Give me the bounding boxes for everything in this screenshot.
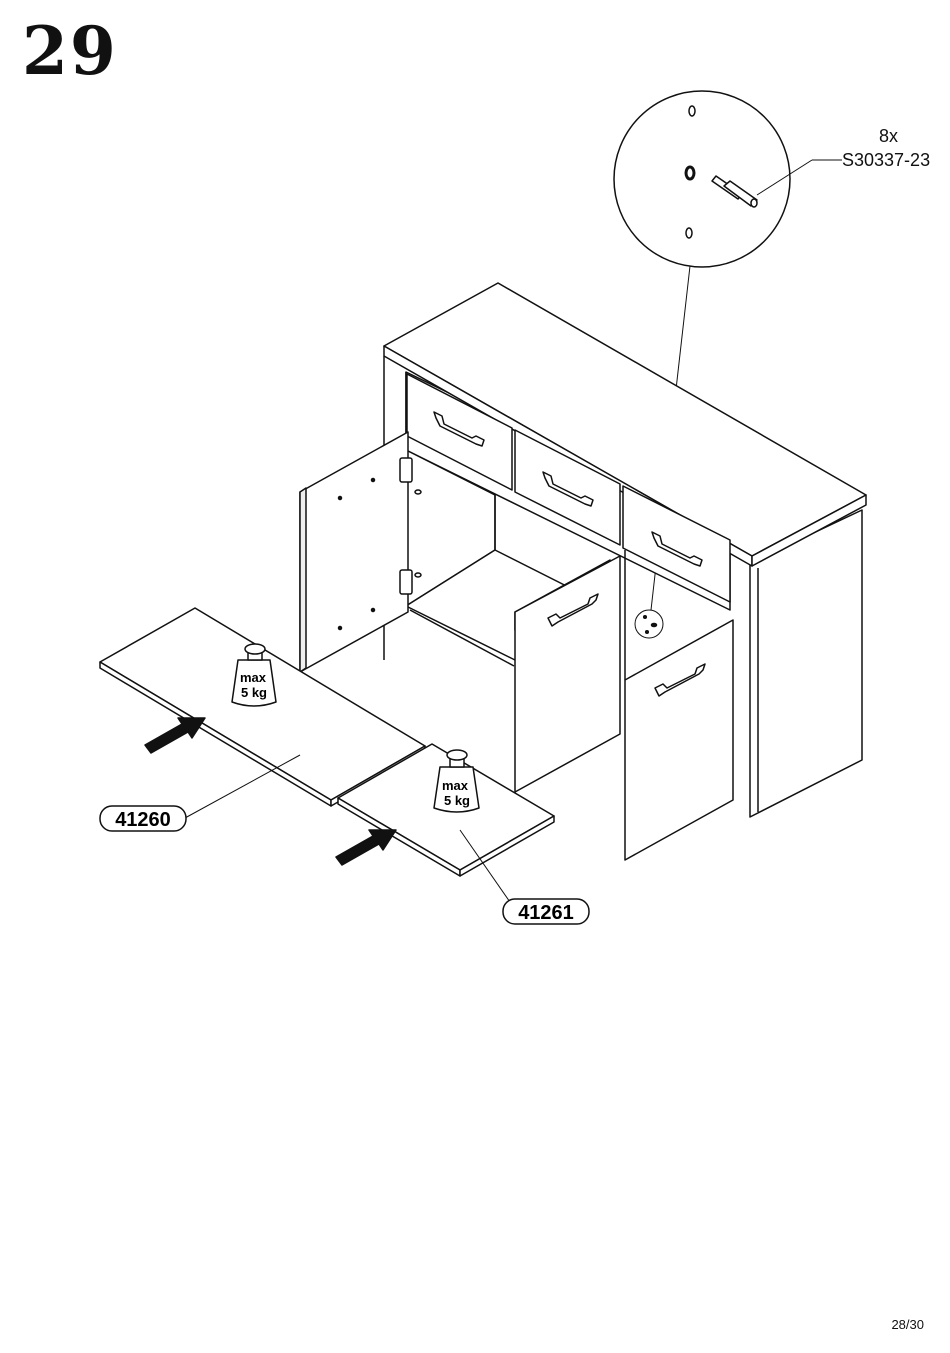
insert-arrow-icon — [145, 718, 205, 753]
weight-limit-line2: 5 kg — [444, 793, 470, 808]
weight-limit-line1: max — [240, 670, 267, 685]
weight-limit-line1: max — [442, 778, 469, 793]
page-number: 28/30 — [891, 1317, 924, 1332]
weight-limit-line2: 5 kg — [241, 685, 267, 700]
insert-arrow-icon — [336, 830, 396, 865]
door-left — [300, 432, 421, 672]
part-number-41261: 41261 — [518, 902, 574, 924]
part-number-41260: 41260 — [115, 809, 171, 831]
door-right — [625, 620, 733, 860]
